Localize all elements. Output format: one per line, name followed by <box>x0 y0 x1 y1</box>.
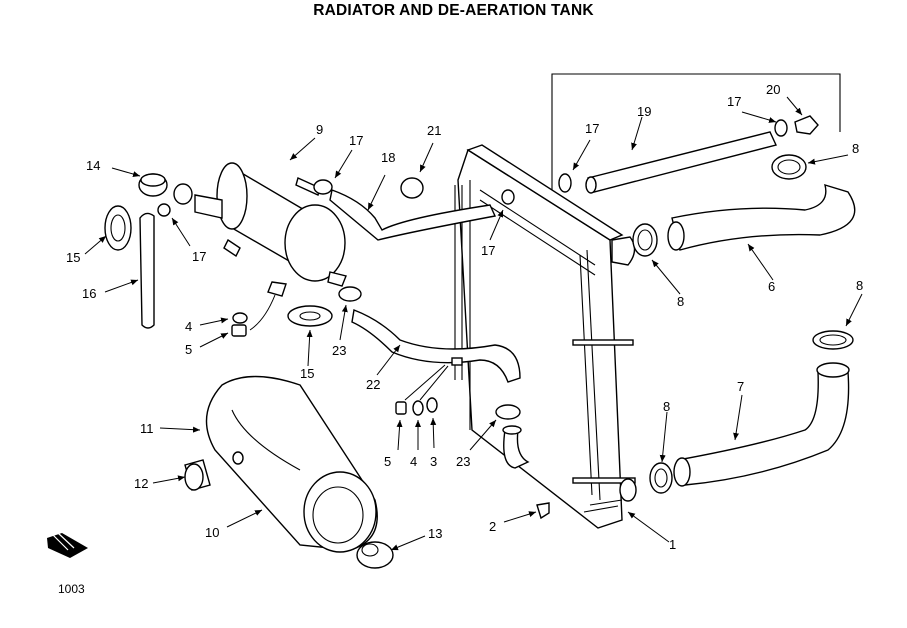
outlet-pipe-end <box>502 425 522 435</box>
callout-23-lower: 23 <box>456 454 470 469</box>
callout-15-center: 15 <box>300 366 314 381</box>
callout-7: 7 <box>737 379 744 394</box>
callout-4: 4 <box>410 454 417 469</box>
callout-15-left: 15 <box>66 250 80 265</box>
callout-17-d: 17 <box>585 121 599 136</box>
callout-3: 3 <box>430 454 437 469</box>
callout-4-left: 4 <box>185 319 192 334</box>
fitting-21 <box>400 177 424 199</box>
stud-bolt <box>451 357 463 366</box>
clamp-17-b <box>313 179 333 195</box>
drain-valve <box>536 502 550 520</box>
lower-outlet-pipe <box>503 429 530 469</box>
elbow-fitting-20 <box>794 115 819 135</box>
hose-clamp-17a <box>157 203 171 217</box>
callout-5: 5 <box>384 454 391 469</box>
clamp-8-lower <box>649 462 673 494</box>
filler-cap <box>138 173 168 197</box>
nut-5 <box>395 401 407 415</box>
callout-1: 1 <box>669 537 676 552</box>
washer-left <box>232 312 248 324</box>
callout-14: 14 <box>86 158 100 173</box>
callout-2: 2 <box>489 519 496 534</box>
washer-4 <box>412 400 424 416</box>
callout-16: 16 <box>82 286 96 301</box>
leader-lines <box>84 96 863 551</box>
hose-18 <box>329 189 497 241</box>
hose-6 <box>671 183 856 251</box>
callout-11: 11 <box>140 421 154 436</box>
bypass-tube-19 <box>585 131 777 194</box>
callout-21: 21 <box>427 123 441 138</box>
hose-7-lower-end <box>673 457 691 487</box>
nut-left <box>231 324 247 337</box>
callout-8-b: 8 <box>677 294 684 309</box>
callout-20: 20 <box>766 82 780 97</box>
callout-8-c: 8 <box>856 278 863 293</box>
callout-10: 10 <box>205 525 219 540</box>
callout-23-upper: 23 <box>332 343 346 358</box>
clamp-8-right <box>812 330 854 350</box>
figure-number: 1003 <box>58 582 85 596</box>
callout-6: 6 <box>768 279 775 294</box>
callout-12: 12 <box>134 476 148 491</box>
callout-18: 18 <box>381 150 395 165</box>
clamp-17-d <box>774 119 788 137</box>
callout-13: 13 <box>428 526 442 541</box>
hose-7-end <box>816 362 850 378</box>
callout-17-b: 17 <box>349 133 363 148</box>
washer-3 <box>426 397 438 413</box>
callout-5-left: 5 <box>185 342 192 357</box>
callout-17-e: 17 <box>727 94 741 109</box>
callout-labels: 1 2 3 4 4 5 5 6 7 8 8 8 8 9 10 11 12 13 … <box>66 82 863 552</box>
grommet-13 <box>356 541 394 569</box>
seal-ring-center <box>287 305 333 327</box>
clamp-8-mid <box>632 223 658 257</box>
clamp-23-upper <box>338 286 362 302</box>
clamp-17-c <box>558 173 572 193</box>
bushing-12 <box>184 459 211 491</box>
hose-7 <box>677 371 850 486</box>
overflow-tube <box>139 212 155 329</box>
callout-8-d: 8 <box>663 399 670 414</box>
clamp-8-upper <box>771 154 807 180</box>
inset-bracket <box>551 73 841 205</box>
hose-6-end <box>667 221 685 251</box>
de-aeration-tank <box>194 162 347 297</box>
front-direction-indicator <box>47 532 88 558</box>
radiator-core <box>454 144 637 529</box>
clamp-23-lower <box>495 404 521 420</box>
callout-19: 19 <box>637 104 651 119</box>
hose-22 <box>351 309 521 383</box>
callout-8-a: 8 <box>852 141 859 156</box>
diagram-title: RADIATOR AND DE-AERATION TANK <box>313 2 594 19</box>
callout-17-c: 17 <box>481 243 495 258</box>
callout-22: 22 <box>366 377 380 392</box>
fan-shroud <box>205 375 378 553</box>
filler-neck <box>173 183 193 205</box>
callout-17-a: 17 <box>192 249 206 264</box>
seal-ring-left <box>104 205 132 251</box>
callout-9: 9 <box>316 122 323 137</box>
